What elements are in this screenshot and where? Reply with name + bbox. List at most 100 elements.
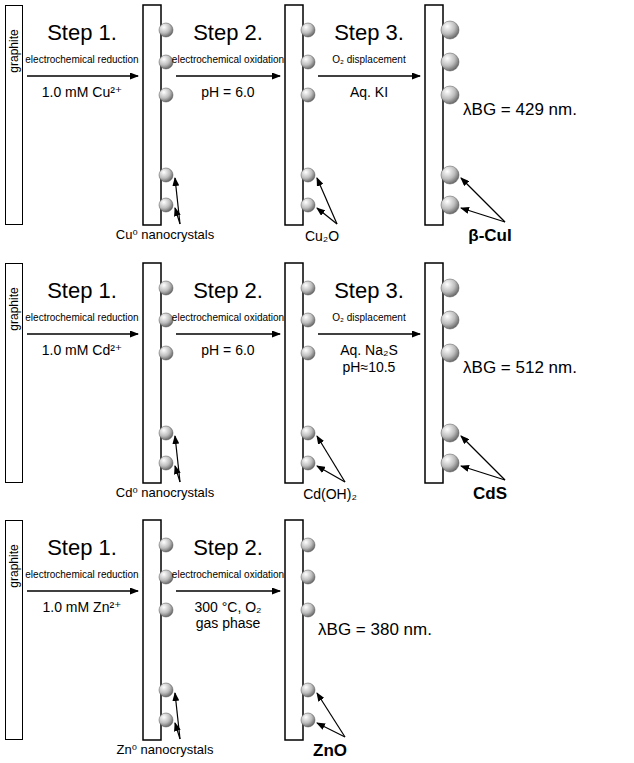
nanocrystal — [441, 344, 459, 362]
diagram-label: Cd⁰ nanocrystals — [90, 486, 240, 501]
nanocrystal — [301, 281, 315, 295]
diagram-label: O₂ displacement — [294, 312, 444, 324]
leader-arrow — [317, 723, 345, 737]
diagram-label: λBG = 380 nm. — [300, 620, 450, 640]
diagram-label: Cu₂O — [247, 228, 397, 244]
diagram-label: Step 3. — [294, 20, 444, 45]
diagram-label: pH≈10.5 — [294, 359, 444, 375]
leader-arrow — [317, 466, 345, 482]
diagram-label: Step 1. — [7, 278, 157, 303]
electrode — [143, 520, 161, 740]
electrode-label: graphite — [7, 29, 21, 72]
diagram-label: O₂ displacement — [294, 54, 444, 66]
diagram-label: Step 1. — [7, 20, 157, 45]
leader-arrow — [175, 436, 180, 482]
diagram-label: electrochemical reduction — [7, 569, 157, 581]
diagram-label: pH = 6.0 — [153, 84, 303, 100]
nanocrystal — [301, 55, 315, 69]
diagram-label: electrochemical reduction — [7, 312, 157, 324]
diagram-label: β-CuI — [415, 226, 565, 246]
nanocrystal — [159, 603, 173, 617]
diagram-label: electrochemical oxidation — [153, 54, 303, 66]
nanocrystal — [159, 198, 173, 212]
diagram-label: CdS — [415, 484, 565, 504]
nanocrystal — [159, 570, 173, 584]
graphite-electrode: graphite — [5, 520, 23, 740]
nanocrystal — [441, 424, 459, 442]
leader-arrow — [175, 208, 180, 224]
step-arrow — [27, 75, 138, 77]
diagram-label: electrochemical oxidation — [153, 312, 303, 324]
step-arrow — [27, 333, 138, 335]
leader-arrow — [461, 178, 505, 222]
diagram-label: 300 °C, O₂ gas phase — [182, 599, 274, 631]
nanocrystal — [301, 23, 315, 37]
nanocrystal — [159, 55, 173, 69]
diagram-label: pH = 6.0 — [153, 342, 303, 358]
leader-arrow — [461, 436, 505, 480]
nanocrystal — [441, 86, 459, 104]
nanocrystal — [159, 88, 173, 102]
electrode — [425, 5, 443, 225]
diagram-label: 1.0 mM Cu²⁺ — [7, 84, 157, 100]
nanocrystal — [301, 538, 315, 552]
leader-arrow — [317, 436, 345, 482]
diagram-label: ZnO — [255, 741, 405, 761]
nanocrystal — [159, 281, 173, 295]
electrode-label: graphite — [7, 544, 21, 587]
diagram-label: Zn⁰ nanocrystals — [90, 743, 240, 758]
leader-arrow — [175, 723, 180, 739]
nanocrystal — [301, 346, 315, 360]
electrode — [425, 263, 443, 483]
diagram-label: 1.0 mM Cd²⁺ — [7, 342, 157, 358]
nanocrystal — [301, 713, 315, 727]
step-arrow — [318, 333, 420, 335]
step-arrow — [176, 75, 280, 77]
leader-arrow — [461, 208, 505, 222]
leader-arrow — [175, 178, 180, 224]
electrode-label: graphite — [7, 287, 21, 330]
nanocrystal — [301, 683, 315, 697]
electrode — [285, 520, 303, 740]
nanocrystal — [301, 313, 315, 327]
nanocrystal — [159, 346, 173, 360]
nanocrystal — [301, 88, 315, 102]
nanocrystal — [441, 196, 459, 214]
nanocrystal — [441, 454, 459, 472]
nanocrystal — [301, 198, 315, 212]
diagram-label: λBG = 429 nm. — [445, 100, 595, 120]
diagram-label: Step 1. — [7, 535, 157, 560]
diagram-label: Cu⁰ nanocrystals — [90, 228, 240, 243]
diagram-label: electrochemical reduction — [7, 54, 157, 66]
leader-arrow — [175, 466, 180, 482]
leader-arrow — [317, 178, 337, 224]
diagram-label: λBG = 512 nm. — [445, 358, 595, 378]
nanocrystal — [301, 168, 315, 182]
step-arrow — [318, 75, 420, 77]
diagram-label: Aq. KI — [294, 84, 444, 100]
step-arrow — [27, 590, 138, 592]
step-arrow — [176, 590, 280, 592]
nanocrystal — [159, 23, 173, 37]
nanocrystal — [159, 538, 173, 552]
leader-arrow — [175, 693, 180, 739]
diagram-label: Step 2. — [153, 20, 303, 45]
nanocrystal — [301, 603, 315, 617]
nanocrystal — [441, 21, 459, 39]
nanocrystal — [159, 168, 173, 182]
nanocrystal — [159, 713, 173, 727]
step-arrow — [176, 333, 280, 335]
nanocrystal — [301, 456, 315, 470]
electrode — [143, 263, 161, 483]
diagram-label: Step 3. — [294, 278, 444, 303]
electrode — [143, 5, 161, 225]
leader-arrow — [461, 466, 505, 480]
nanocrystal — [441, 53, 459, 71]
nanocrystal — [441, 279, 459, 297]
nanocrystal — [301, 426, 315, 440]
leader-arrow — [317, 693, 345, 737]
nanocrystal — [159, 426, 173, 440]
electrode — [285, 263, 303, 483]
nanocrystal — [441, 311, 459, 329]
diagram-label: 1.0 mM Zn²⁺ — [7, 599, 157, 615]
